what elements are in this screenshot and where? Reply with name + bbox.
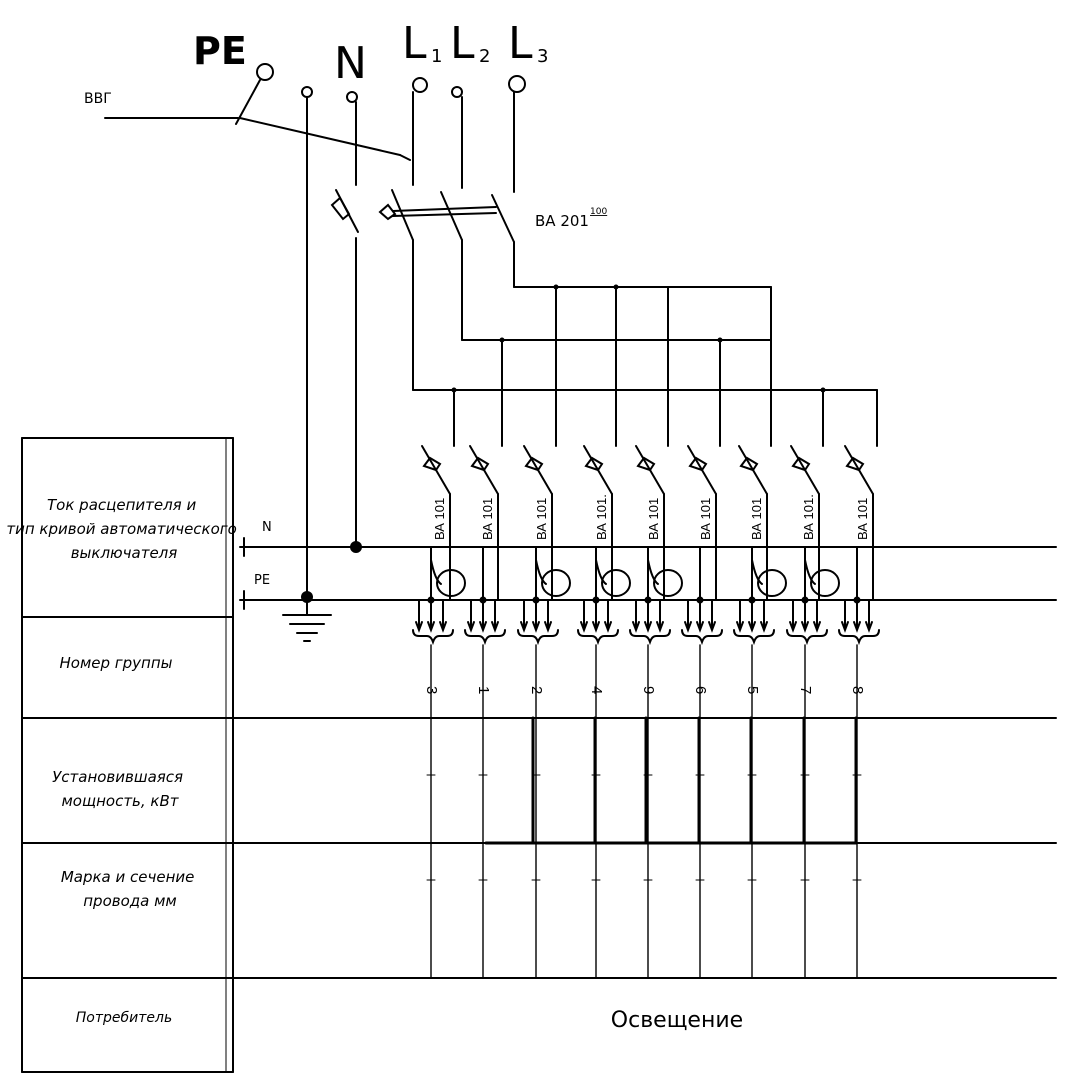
rcd-lead [804,559,816,585]
rcd-loop-icon [757,569,787,597]
group-brace [733,629,775,646]
group-breaker-label: ВА 101 [646,498,661,540]
l2-label: L [450,18,475,69]
rcd-lead [751,559,763,585]
pe-tap-dot [592,596,600,604]
consumer-value: Освещение [611,1008,743,1033]
pe-tap-dot [748,596,756,604]
l3-label: L [508,18,533,69]
row-label-breaker: Ток расцепителя и тип кривой автоматичес… [6,496,241,562]
group-brace [464,629,506,646]
breaker-release-icon [584,456,604,472]
row-label-group-number: Номер группы [59,654,172,672]
group-number: 5 [744,686,761,694]
rcd-lead [595,559,607,585]
breaker-release-icon [688,456,708,472]
group-column [681,439,723,979]
breaker-release-icon [636,456,656,472]
row-label-wire: Марка и сечение провода мм [61,868,199,910]
breaker-release-icon [845,456,865,472]
rcd-lead [647,559,659,585]
breaker-release-icon [470,456,490,472]
group-brace [681,629,723,646]
group-brace [517,629,559,646]
group-brace [412,629,454,646]
l3-subscript: 3 [537,46,548,67]
group-brace [838,629,880,646]
phase-busbars [412,286,878,441]
n-terminal-circle [346,91,358,103]
group-breaker-label: ВА 101 [480,498,495,540]
breaker-release-icon [739,456,759,472]
row-label-consumer: Потребитель [76,1010,172,1026]
n-label: N [334,38,367,89]
group-breaker-label: ВА 101 [749,498,764,540]
group-breaker-label: ВА 101 [534,498,549,540]
rcd-loop-icon [810,569,840,597]
main-breaker [330,189,515,391]
breaker-release-icon [791,456,811,472]
l2-subscript: 2 [479,46,490,67]
group-column [517,439,571,979]
group-brace [577,629,619,646]
pe-wire-terminal-circle [301,86,313,98]
row-label-power: Установившаяся мощность, кВт [52,768,188,810]
group-column [629,439,683,979]
group-number: 1 [475,686,492,694]
breaker-release-icon [524,456,544,472]
main-breaker-rating: 100 [590,207,607,217]
pe-tap-dot [853,596,861,604]
l1-label: L [402,18,427,69]
rcd-loop-icon [601,569,631,597]
group-column [733,439,787,979]
cable-label: ВВГ [84,91,112,107]
l3-terminal-circle [508,75,526,93]
breaker-release-icon [422,456,442,472]
rcd-lead [535,559,547,585]
group-column [412,439,466,979]
l2-terminal-circle [451,86,463,98]
rcd-loop-icon [436,569,466,597]
rcd-loop-icon [653,569,683,597]
group-breaker-label: ВА 101 [698,498,713,540]
group-breaker-label: ВА 101 [432,498,447,540]
group-brace [629,629,671,646]
pe-label: PE [193,29,247,73]
group-number: 8 [849,686,866,694]
pe-tap-dot [644,596,652,604]
pe-tap-dot [479,596,487,604]
rcd-loop-icon [541,569,571,597]
pe-tap-dot [801,596,809,604]
group-breaker-label: ВА 101. [594,494,609,540]
pe-tap-dot [532,596,540,604]
pe-tap-dot [427,596,435,604]
l1-terminal-circle [412,77,428,93]
group-labels: ВА 101 3 ВА 101 1 ВА 101 2 ВА 101. 4 ВА 101 9 ВА 1… [423,494,870,694]
group-number: 3 [423,686,440,694]
rcd-lead [430,559,442,585]
table-frame [21,437,1057,1073]
l1-subscript: 1 [431,46,442,67]
n-bus-label: N [262,520,272,535]
group-breaker-label: ВА 101 [855,498,870,540]
main-breaker-label: ВА 201 [535,212,589,230]
pe-junction-dot [301,591,313,603]
group-number: 6 [692,686,709,694]
ground-icon [282,599,332,642]
neutral-junction-dot [350,541,362,553]
group-breaker-label: ВА 101. [801,494,816,540]
group-column [464,439,506,979]
junction-dots [301,284,826,603]
supply-terminals [104,63,526,601]
pe-terminal-circle [256,63,274,81]
group-number: 2 [528,686,545,694]
group-number: 9 [640,686,657,694]
pe-bus-label: PE [254,573,270,588]
power-cell-borders [484,716,858,845]
group-number: 7 [797,686,814,694]
group-brace [786,629,828,646]
group-number: 4 [588,686,605,694]
pe-tap-dot [696,596,704,604]
